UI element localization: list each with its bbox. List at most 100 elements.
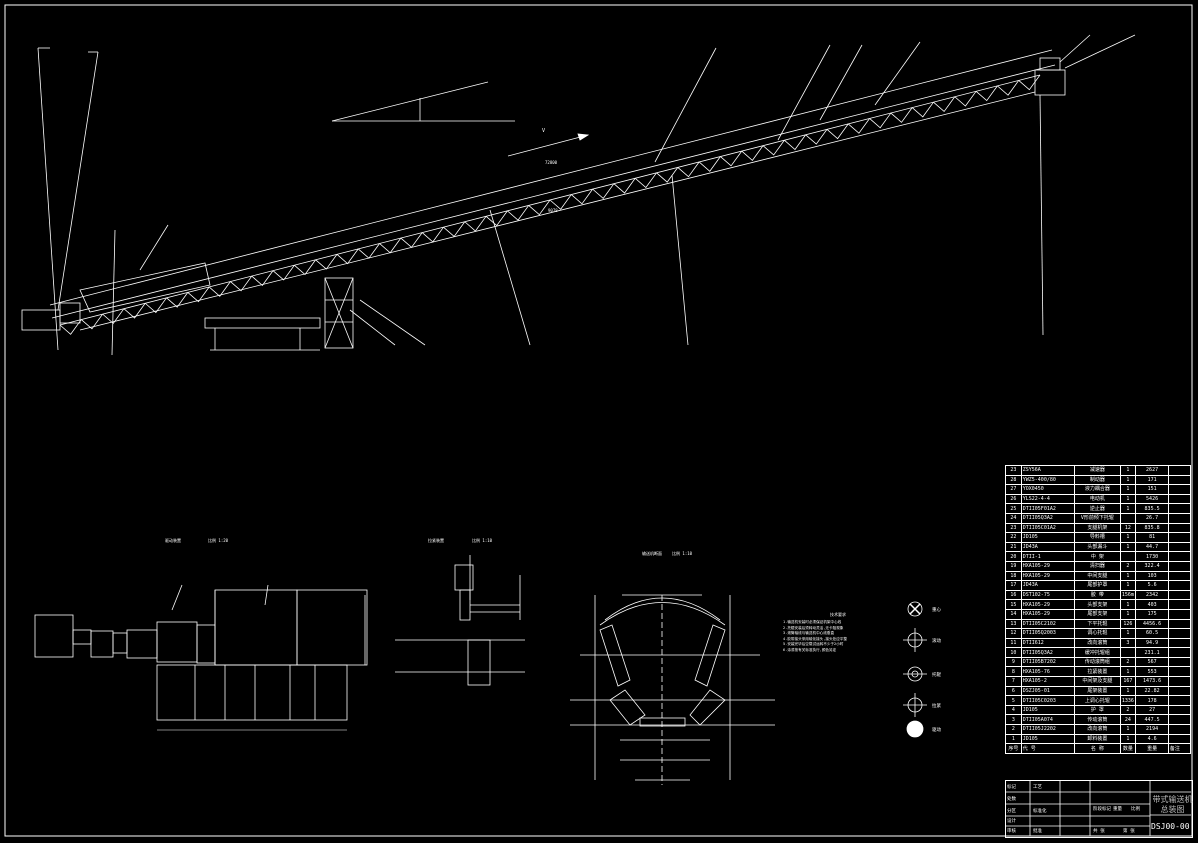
note-line: 3.滚筒轴线与输送机中心线垂直 xyxy=(783,631,835,635)
bom-cell: 数量 xyxy=(1119,743,1137,754)
bom-cell: 27 xyxy=(1005,484,1022,495)
bom-cell: 553 xyxy=(1135,666,1169,678)
bom-cell xyxy=(1167,560,1192,572)
legend-label: 滚动 xyxy=(932,639,941,644)
bom-cell xyxy=(1167,676,1192,687)
bom-cell: 1473.6 xyxy=(1135,676,1169,687)
bom-cell: 22.82 xyxy=(1135,685,1169,697)
bom-cell: 1 xyxy=(1119,666,1137,678)
bom-cell: 19 xyxy=(1005,560,1022,572)
drawing-title-line2: 总装图 xyxy=(1160,805,1185,814)
bom-cell: DTII05A074 xyxy=(1020,714,1076,726)
bom-cell: 2194 xyxy=(1135,724,1169,735)
bom-cell: 24 xyxy=(1005,512,1022,524)
bom-cell xyxy=(1167,685,1192,697)
tension-unit-view xyxy=(395,555,525,686)
bom-cell: 清扫器 xyxy=(1074,560,1121,572)
bom-cell: 1 xyxy=(1119,493,1137,505)
bom-cell: 序号 xyxy=(1005,743,1022,754)
bom-cell: 5.6 xyxy=(1135,580,1169,591)
bom-cell: 5426 xyxy=(1135,493,1169,505)
title-block-lines xyxy=(1005,780,1191,836)
bom-cell: 重量 xyxy=(1135,743,1169,754)
bom-cell: 171 xyxy=(1135,474,1169,486)
truss-diagonal xyxy=(123,303,146,319)
bom-cell: 逆止器 xyxy=(1074,503,1121,514)
bom-cell: 减速器 xyxy=(1074,465,1121,476)
legend-label: 拉紧 xyxy=(932,704,941,709)
bom-cell: 26 xyxy=(1005,493,1022,505)
note-line: 1.输送机安装时必须保证机架中心线 xyxy=(783,620,842,624)
bom-cell: 156m xyxy=(1119,589,1137,601)
bom-cell: 12 xyxy=(1005,628,1022,639)
bom-cell xyxy=(1167,589,1192,601)
bom-cell: 传动滚筒组 xyxy=(1074,656,1121,668)
bom-cell: 头部支架 xyxy=(1074,599,1121,610)
truss-diagonal xyxy=(698,156,721,172)
bom-cell: DTII05J2202 xyxy=(1020,724,1076,735)
bom-cell: 10 xyxy=(1005,647,1022,658)
bom-cell: 14 xyxy=(1005,608,1022,620)
bom-cell xyxy=(1167,493,1192,505)
bom-cell: 中 架 xyxy=(1074,551,1121,562)
bom-cell: DTII612 xyxy=(1020,637,1076,649)
bom-cell: YOX0450 xyxy=(1020,484,1076,495)
bom-cell: DTII-1 xyxy=(1020,551,1076,562)
bom-cell: 231.1 xyxy=(1135,647,1169,658)
bom-cell: 1 xyxy=(1119,599,1137,610)
truss-diagonal xyxy=(464,216,487,232)
bom-cell: 卸料装置 xyxy=(1074,733,1121,745)
truss-diagonal xyxy=(272,264,295,281)
truss-diagonal xyxy=(400,232,423,248)
bom-header-row: 序号代 号名 称数量重量备注 xyxy=(1005,743,1192,754)
bom-cell: 4456.6 xyxy=(1135,618,1169,630)
bom-cell: 23 xyxy=(1005,522,1022,534)
bom-cell: 81 xyxy=(1135,532,1169,543)
bom-cell: 4.6 xyxy=(1135,733,1169,745)
bom-cell: 151 xyxy=(1135,484,1169,495)
bom-cell: 护 罩 xyxy=(1074,704,1121,716)
bom-cell: DTII05C0203 xyxy=(1020,695,1076,706)
bom-cell xyxy=(1167,656,1192,668)
bom-cell: 18 xyxy=(1005,570,1022,582)
bom-cell: DTII05Q2003 xyxy=(1020,628,1076,639)
truss-diagonal xyxy=(187,286,210,303)
bom-cell: 1 xyxy=(1119,580,1137,591)
title-block-cell: 标记 xyxy=(1007,785,1016,790)
truss-diagonal xyxy=(357,243,380,259)
bom-cell: YLS22-4-4 xyxy=(1020,493,1076,505)
bom-cell: 液力耦合器 xyxy=(1074,484,1121,495)
bom-cell: 1730 xyxy=(1135,551,1169,562)
bom-cell: 24 xyxy=(1119,714,1137,726)
bom-cell: 16 xyxy=(1005,589,1022,601)
truss-diagonal xyxy=(294,259,316,276)
bom-cell: 60.5 xyxy=(1135,628,1169,639)
bom-cell: V形前倾下托辊 xyxy=(1074,512,1121,524)
bom-cell: 下平托辊 xyxy=(1074,618,1121,630)
bom-cell xyxy=(1167,608,1192,620)
bom-cell: 1 xyxy=(1005,733,1022,745)
bom-cell xyxy=(1167,714,1192,726)
bom-cell: 尾部护罩 xyxy=(1074,580,1121,591)
truss-diagonal xyxy=(592,183,615,200)
truss-diagonal xyxy=(869,112,892,129)
bom-cell: 支腿机架 xyxy=(1074,522,1121,534)
bom-cell: 28 xyxy=(1005,474,1022,486)
bom-cell xyxy=(1167,465,1192,476)
truss-diagonal xyxy=(656,167,679,183)
truss-diagonal xyxy=(933,96,956,113)
drive-view-scale: 比例 1:20 xyxy=(208,538,229,543)
title-block-cell: 工艺 xyxy=(1033,785,1042,790)
bom-cell: 拉紧装置 xyxy=(1074,666,1121,678)
title-block-cell: 分区 xyxy=(1007,809,1016,814)
bom-cell: 20 xyxy=(1005,551,1022,562)
truss-diagonal xyxy=(549,194,572,210)
truss-diagonal xyxy=(784,134,806,151)
bom-cell: 2 xyxy=(1119,704,1137,716)
